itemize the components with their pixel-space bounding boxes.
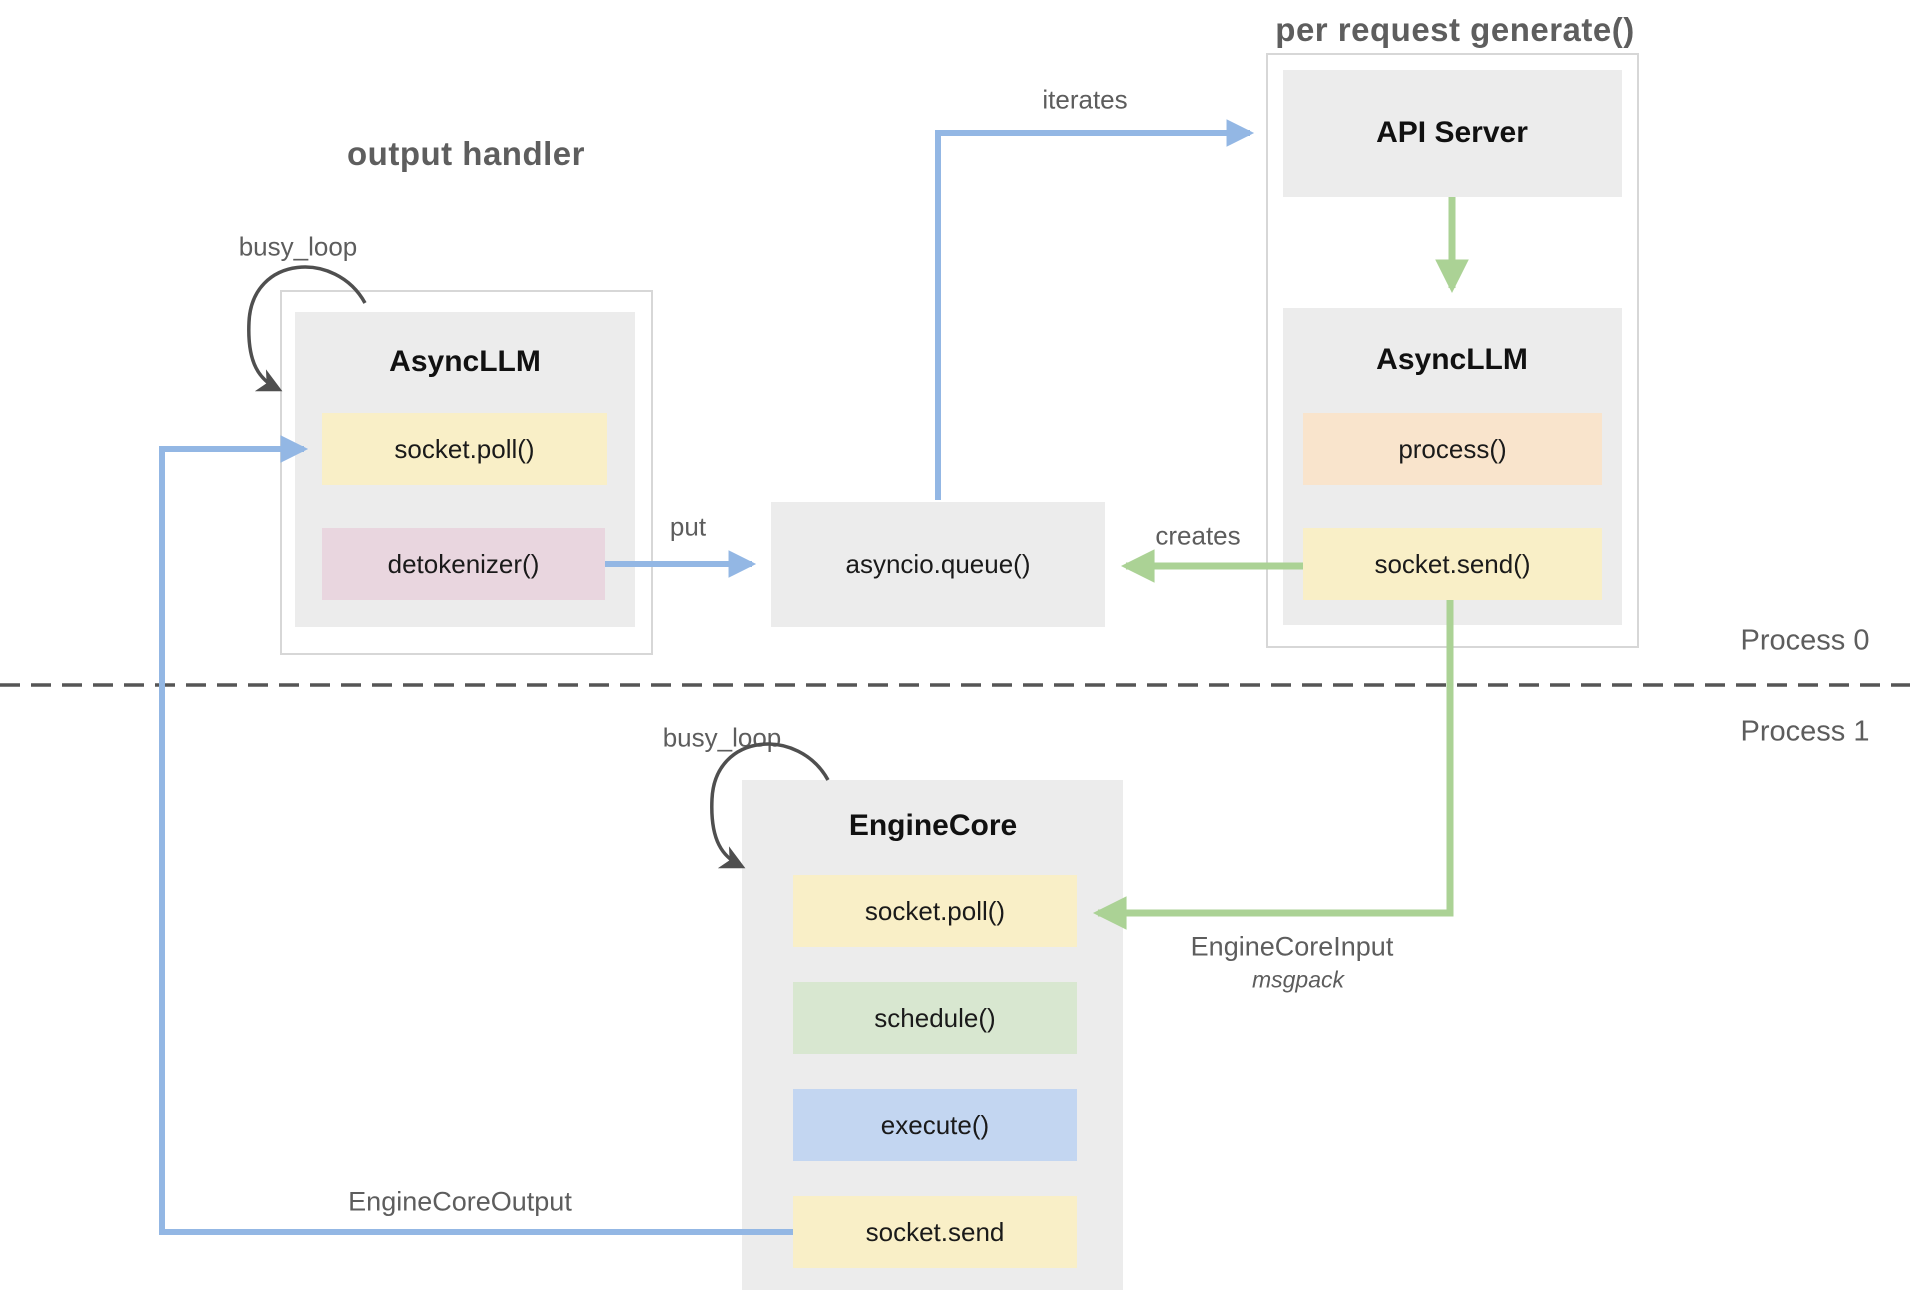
iterates-label: iterates — [1042, 84, 1128, 115]
method-execute: execute() — [793, 1089, 1077, 1161]
engine-core-input-label: EngineCoreInput — [1190, 931, 1394, 962]
method-socket-send-engine: socket.send — [793, 1196, 1077, 1268]
method-schedule: schedule() — [793, 982, 1077, 1054]
async-llm-left-title: AsyncLLM — [389, 345, 541, 378]
put-label: put — [669, 511, 707, 542]
api-server-title: API Server — [1376, 116, 1528, 149]
engine-core-title: EngineCore — [848, 809, 1018, 842]
process-0-label: Process 0 — [1740, 624, 1870, 657]
busy-loop-label-engine: busy_loop — [662, 722, 782, 753]
creates-label: creates — [1155, 520, 1241, 551]
async-llm-right-title: AsyncLLM — [1376, 343, 1528, 376]
busy-loop-label-left: busy_loop — [238, 231, 358, 262]
per-request-generate-title: per request generate() — [1275, 11, 1635, 48]
method-socket-poll-left: socket.poll() — [322, 413, 607, 485]
method-process: process() — [1303, 413, 1602, 485]
method-socket-send-right: socket.send() — [1303, 528, 1602, 600]
asyncio-queue-box: asyncio.queue() — [771, 502, 1105, 627]
process-1-label: Process 1 — [1740, 715, 1870, 748]
msgpack-label: msgpack — [1251, 966, 1345, 993]
method-socket-poll-engine: socket.poll() — [793, 875, 1077, 947]
engine-core-output-label: EngineCoreOutput — [348, 1186, 572, 1217]
iterates-arrow — [935, 119, 1255, 500]
method-detokenizer: detokenizer() — [322, 528, 605, 600]
api-server-box — [1283, 70, 1622, 197]
output-handler-title: output handler — [347, 135, 585, 172]
